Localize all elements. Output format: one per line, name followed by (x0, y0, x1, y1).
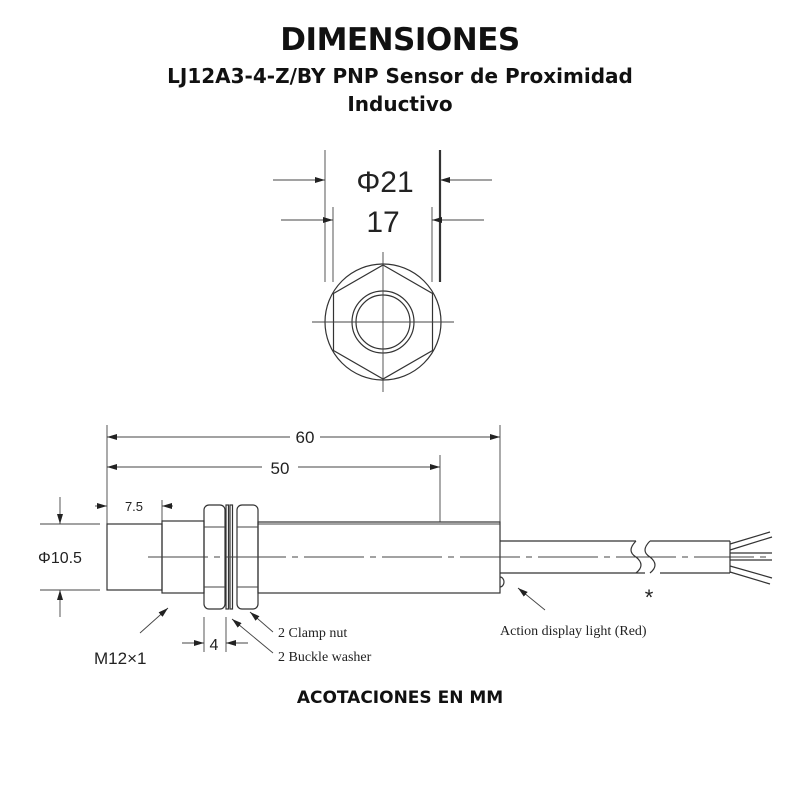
hex-17-label: 17 (366, 206, 399, 239)
buckle-washer-label: 2 Buckle washer (278, 650, 372, 665)
length-60-label: 60 (296, 428, 315, 447)
subtitle-line-2: Inductivo (347, 92, 453, 116)
diameter-21-label: Φ21 (356, 166, 413, 199)
clamp-nut-label: 2 Clamp nut (278, 626, 347, 641)
action-light-label: Action display light (Red) (500, 624, 647, 639)
thread-m12-label: M12×1 (94, 649, 146, 668)
units-note: ACOTACIONES EN MM (296, 688, 504, 708)
length-50-label: 50 (271, 459, 290, 478)
page-title: DIMENSIONES (280, 22, 520, 58)
length-7-5-label: 7.5 (125, 499, 143, 514)
page-subtitle: LJ12A3-4-Z/BY PNP Sensor de Proximidad I… (0, 62, 800, 118)
diameter-10-5-label: Φ10.5 (38, 550, 82, 567)
top-view: Φ21 17 (273, 150, 492, 392)
nut-width-4-label: 4 (210, 637, 219, 654)
cable-asterisk: * (645, 585, 654, 610)
subtitle-line-1: LJ12A3-4-Z/BY PNP Sensor de Proximidad (167, 64, 633, 88)
side-view: 60 50 7.5 Φ10.5 (38, 425, 773, 668)
